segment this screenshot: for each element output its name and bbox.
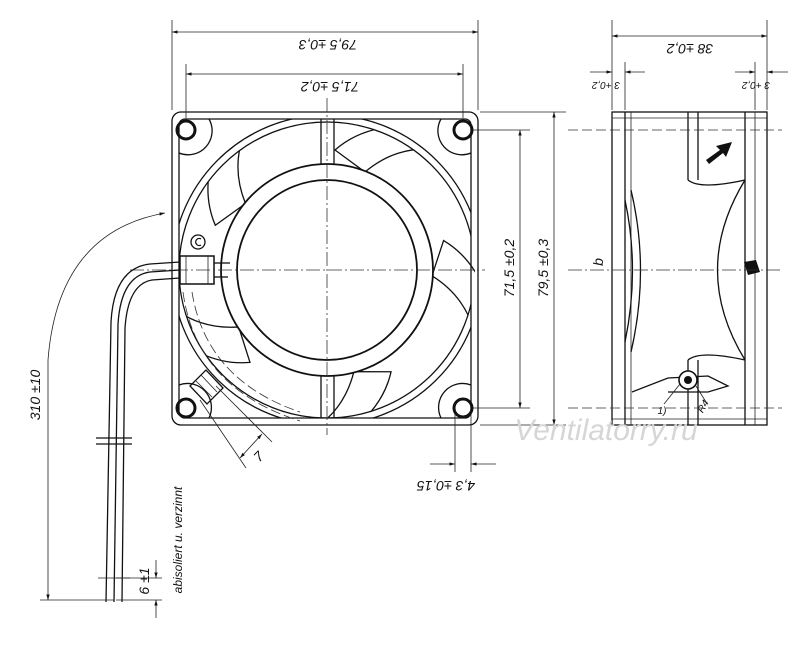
side-tab <box>744 260 760 275</box>
watermark: Ventilatorry.ru <box>514 414 698 447</box>
hole-diameter-label: 4,3 ±0,15 <box>417 478 475 494</box>
diagonal-dimension: 7 <box>199 385 273 469</box>
hole-spacing-width-label: 71,5 ±0,2 <box>301 79 359 95</box>
strip-note: abisoliert u. verzinnt <box>171 486 185 593</box>
mounting-hole <box>452 397 474 419</box>
mounting-hole <box>452 119 474 141</box>
side-outline <box>611 111 768 426</box>
hole-spacing-height-label: 71,5 ±0,2 <box>501 239 517 297</box>
corner-bosses <box>178 118 472 419</box>
note-ref-label: 1) <box>658 406 667 417</box>
overall-width-label: 79,5 ±0,3 <box>299 37 357 53</box>
terminal <box>631 370 730 412</box>
cable-entry-hatch <box>189 369 224 405</box>
strip-length-dimension: 6 ±1 <box>116 560 162 618</box>
blade <box>431 239 475 340</box>
right-dimensions: 71,5 ±0,2 79,5 ±0,3 <box>472 111 566 426</box>
cable <box>96 261 181 603</box>
mounting-hole <box>175 119 197 141</box>
struts <box>320 119 335 418</box>
top-dimensions: 79,5 ±0,3 71,5 ±0,2 <box>171 20 479 118</box>
blade <box>179 300 251 364</box>
side-view: R4 1) b <box>590 111 768 426</box>
diagonal-dim-label: 7 <box>250 447 268 465</box>
cable-length-label: 310 ±10 <box>27 370 43 421</box>
blade <box>306 370 392 418</box>
front-view <box>130 98 485 435</box>
mounting-hole <box>175 397 197 419</box>
ground-symbol-icon <box>190 234 206 250</box>
hidden-line <box>182 291 301 422</box>
b-label: b <box>590 258 606 266</box>
hidden-line <box>191 291 301 413</box>
depth-label: 38 ±0,2 <box>666 41 713 57</box>
flange-left-label: 3 +0,2 <box>592 79 621 90</box>
cable-length-dimension: 310 ±10 <box>27 212 166 601</box>
fan-blades <box>179 125 475 418</box>
flange-right-label: 3 +0,2 <box>742 79 771 90</box>
airflow-arrow-icon <box>706 142 732 164</box>
side-top-dimensions: 38 ±0,2 3 +0,2 3 +0,2 <box>590 20 788 110</box>
hole-diameter-dimension: 4,3 ±0,15 <box>417 414 496 494</box>
strip-length-label: 6 ±1 <box>136 567 152 594</box>
blade <box>333 125 440 173</box>
projection-lines <box>568 129 782 409</box>
overall-height-label: 79,5 ±0,3 <box>535 239 551 297</box>
frame-outline <box>171 111 479 426</box>
